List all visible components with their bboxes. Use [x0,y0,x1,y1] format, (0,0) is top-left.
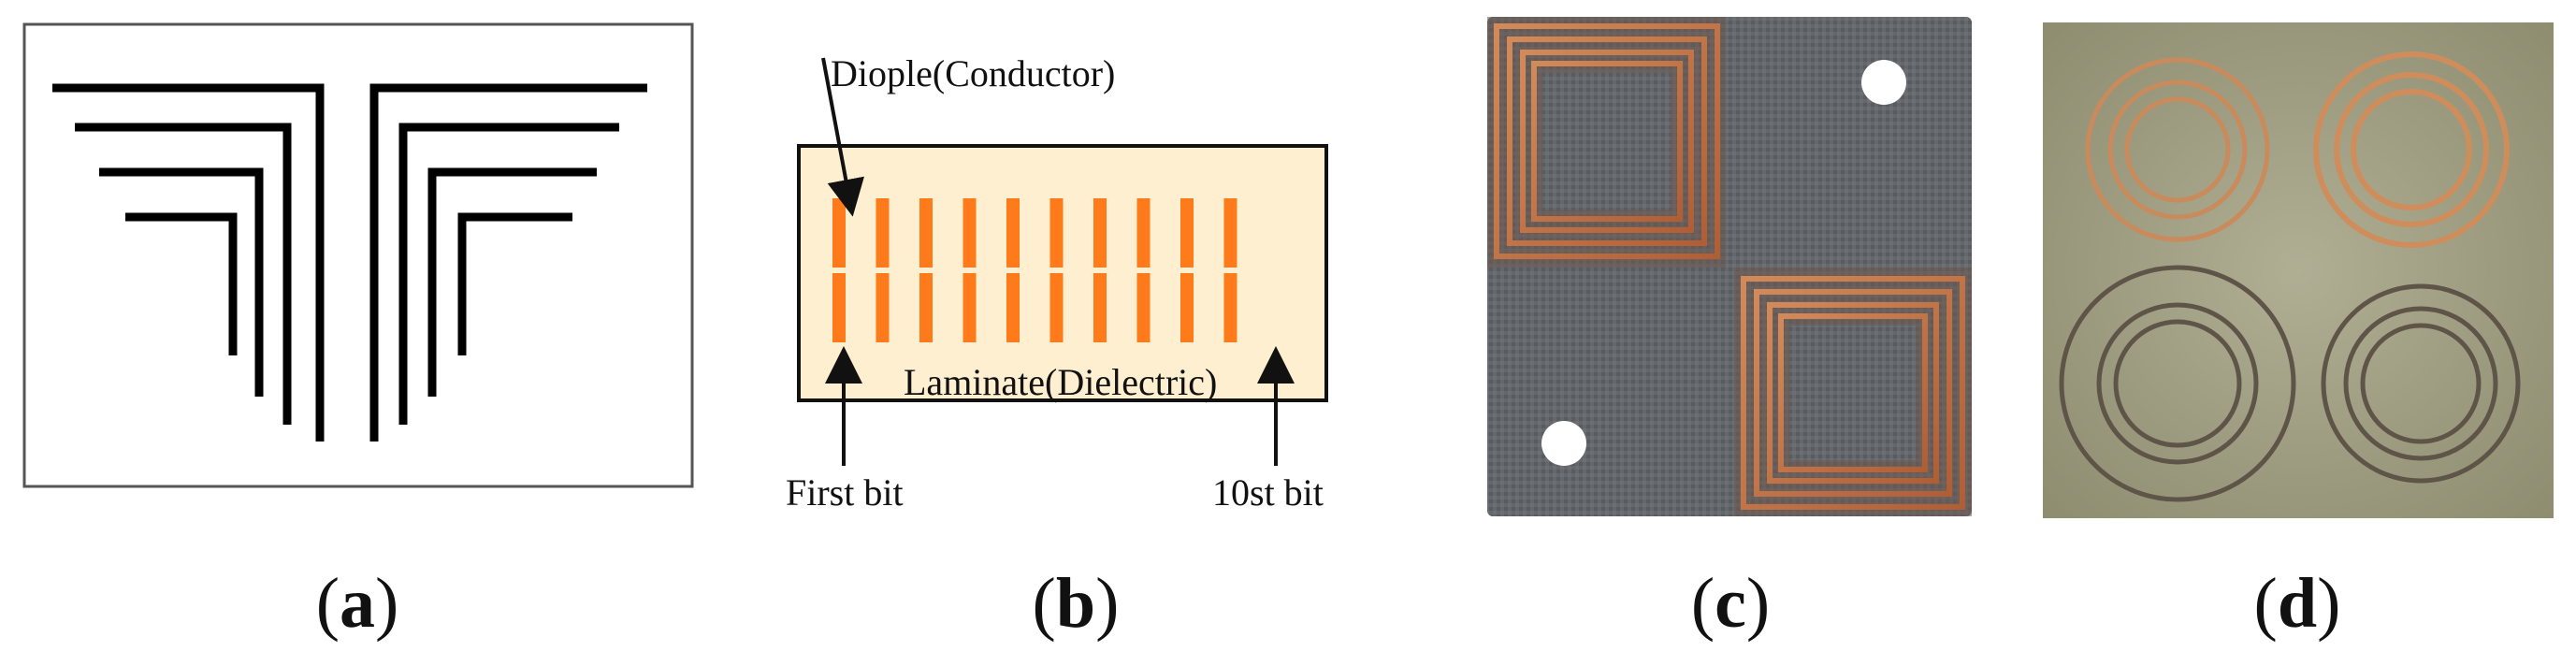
spiral-bottom-right-center [1790,326,1916,460]
caption-b: (b) [1032,564,1120,643]
dipole-bit-7-row-2 [1093,273,1107,342]
dipole-bit-2-row-1 [876,198,890,268]
mount-hole-top [1861,60,1906,105]
dipole-bit-4-row-1 [962,198,977,268]
last-bit-label: 10st bit [1212,471,1324,514]
caption-d: (d) [2253,564,2341,643]
left-tag-lines [52,83,325,442]
panel-b: Diople(Conductor) Laminate(Dielectric) F… [786,28,1384,533]
right-line-4 [457,212,572,355]
spiral-top-left [1494,23,1720,259]
dipole-bit-5-row-1 [1006,198,1020,268]
dipole-bit-10-row-1 [1223,198,1237,268]
left-line-2 [75,123,292,425]
spiral-bottom-right [1741,276,1965,510]
ring-group-bottom-left [2059,265,2296,502]
dipole-array [832,198,1237,342]
dipole-bit-1-row-2 [832,273,846,342]
panel-d [2037,19,2561,524]
dipole-bit-3-row-1 [919,198,933,268]
photo-circular-ring-tag [2043,22,2554,518]
dipole-bit-9-row-1 [1180,198,1194,268]
right-line-2 [398,123,619,425]
panel-a [22,22,696,490]
dipole-bit-6-row-1 [1049,198,1064,268]
dipole-bit-8-row-2 [1136,273,1151,342]
dipole-bit-9-row-2 [1180,273,1194,342]
dipole-bit-2-row-2 [876,273,890,342]
mount-hole-bottom [1541,421,1586,466]
panel-a-frame [22,22,694,488]
left-line-1 [52,83,325,442]
dipole-bit-7-row-1 [1093,198,1107,268]
left-line-4 [125,212,238,355]
caption-c: (c) [1690,564,1771,643]
dipole-label: Diople(Conductor) [831,52,1115,94]
dipole-pointer-arrow [821,57,864,217]
caption-c-letter: c [1715,564,1746,643]
dipole-bit-5-row-2 [1006,273,1020,342]
ring-group-bottom-right [2321,283,2521,484]
left-line-3 [99,167,264,397]
caption-a-letter: a [340,564,375,643]
right-line-3 [427,167,597,397]
first-bit-label: First bit [786,471,904,514]
dipole-bit-10-row-2 [1223,273,1237,342]
right-line-1 [369,83,647,442]
dipole-bit-3-row-2 [919,273,933,342]
dipole-bit-6-row-2 [1049,273,1064,342]
spiral-top-left-center [1543,73,1671,210]
panel-c [1482,13,1987,526]
caption-b-letter: b [1055,564,1096,643]
panel-a-drawing [22,22,694,488]
ring-group-top-right [2313,51,2510,248]
laminate-label: Laminate(Dielectric) [904,361,1217,403]
caption-d-letter: d [2277,564,2318,643]
ring-group-top-left [2085,57,2270,242]
dipole-bit-4-row-2 [962,273,977,342]
panel-b-diagram: Diople(Conductor) Laminate(Dielectric) F… [786,52,1328,514]
caption-a: (a) [315,564,399,643]
board-d [2043,22,2554,518]
photo-square-spiral-tag [1487,17,1972,516]
right-tag-lines [369,83,647,442]
dipole-bit-8-row-1 [1136,198,1151,268]
dipole-bit-1-row-1 [832,198,846,268]
